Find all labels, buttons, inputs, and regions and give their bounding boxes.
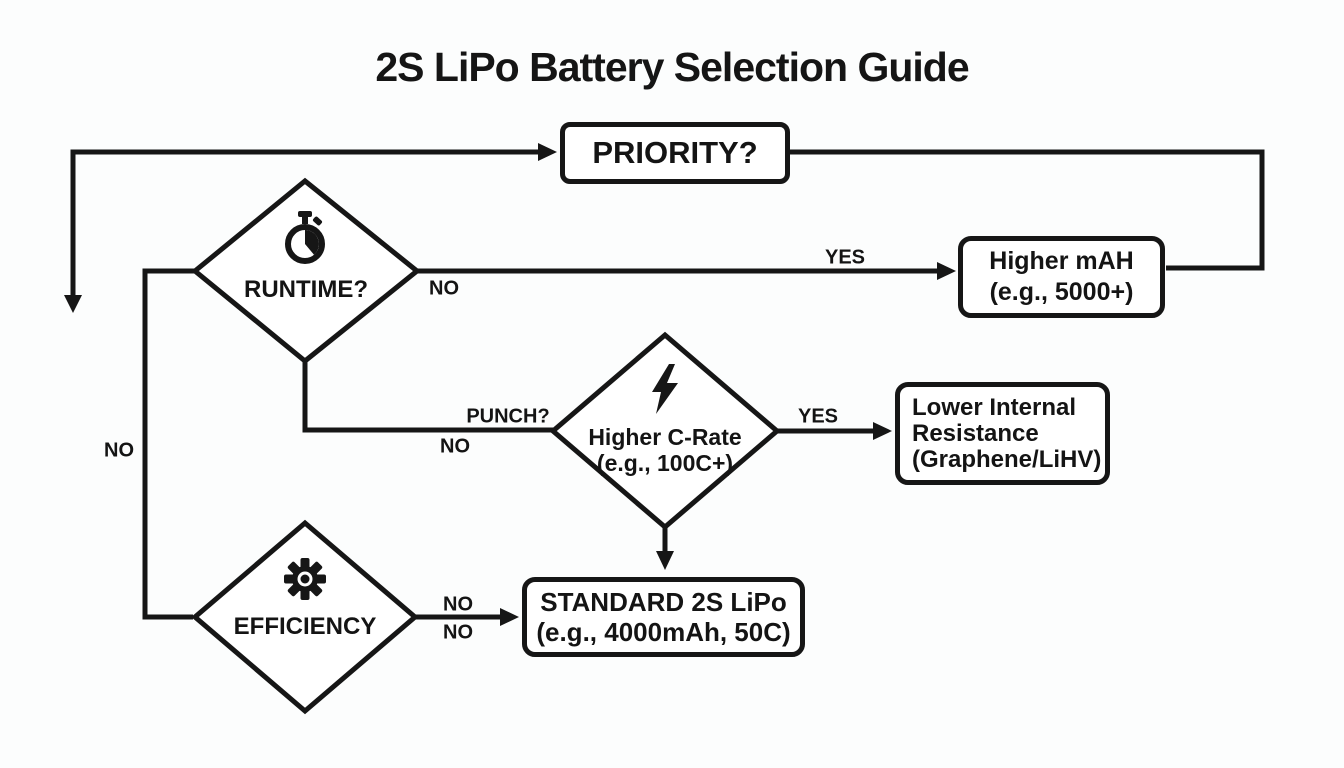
arrowhead-into-higher-mah bbox=[937, 262, 956, 280]
standard-line2: (e.g., 4000mAh, 50C) bbox=[536, 617, 791, 647]
arrowhead-into-standard-left bbox=[500, 608, 519, 626]
efficiency-diamond-shape bbox=[191, 519, 419, 715]
lower-ir-line2: Resistance bbox=[912, 419, 1039, 447]
arrowhead-dangling-down bbox=[64, 295, 82, 313]
c-rate-diamond-line1: Higher C-Rate bbox=[588, 424, 742, 450]
edge-runtime-no-to-efficiency bbox=[142, 268, 195, 620]
node-lower-internal-resistance: Lower Internal Resistance (Graphene/LiHV… bbox=[895, 382, 1110, 485]
standard-line1: STANDARD 2S LiPo bbox=[540, 587, 787, 617]
priority-label: PRIORITY? bbox=[592, 135, 758, 170]
lightning-icon bbox=[649, 364, 681, 414]
runtime-diamond-label: RUNTIME? bbox=[244, 276, 368, 303]
edge-label-punch-question: PUNCH? bbox=[466, 405, 550, 428]
node-standard-2s-lipo: STANDARD 2S LiPo (e.g., 4000mAh, 50C) bbox=[522, 577, 805, 657]
higher-mah-line1: Higher mAH bbox=[989, 247, 1134, 275]
runtime-diamond-shape bbox=[191, 177, 421, 365]
arrowhead-into-standard-top bbox=[656, 551, 674, 570]
higher-mah-line2: (e.g., 5000+) bbox=[989, 278, 1134, 306]
stopwatch-icon bbox=[283, 211, 327, 265]
edge-runtime-to-crate bbox=[302, 361, 553, 433]
c-rate-diamond-shape bbox=[549, 331, 781, 531]
edge-label-punch-no: NO bbox=[440, 435, 470, 458]
lower-ir-line3: (Graphene/LiHV) bbox=[912, 445, 1102, 473]
edge-label-efficiency-no-top: NO bbox=[443, 593, 473, 616]
diagram-title: 2S LiPo Battery Selection Guide bbox=[375, 44, 969, 90]
efficiency-diamond-label: EFFICIENCY bbox=[233, 613, 377, 640]
edge-label-runtime-yes: YES bbox=[824, 246, 866, 269]
edge-priority-to-higher-mah bbox=[790, 149, 1265, 271]
node-priority: PRIORITY? bbox=[560, 122, 790, 184]
edge-label-runtime-no: NO bbox=[429, 277, 459, 300]
edge-label-left-no: NO bbox=[104, 439, 134, 462]
edge-entry-to-priority bbox=[70, 149, 540, 297]
gear-icon bbox=[283, 557, 327, 601]
edge-label-efficiency-no-bottom: NO bbox=[443, 621, 473, 644]
arrowhead-into-priority bbox=[538, 143, 557, 161]
edge-label-punch-yes: YES bbox=[797, 405, 839, 428]
arrowhead-into-lower-ir bbox=[873, 422, 892, 440]
c-rate-diamond-line2: (e.g., 100C+) bbox=[596, 450, 734, 476]
lower-ir-line1: Lower Internal bbox=[912, 393, 1077, 421]
node-higher-mah: Higher mAH (e.g., 5000+) bbox=[958, 236, 1165, 318]
